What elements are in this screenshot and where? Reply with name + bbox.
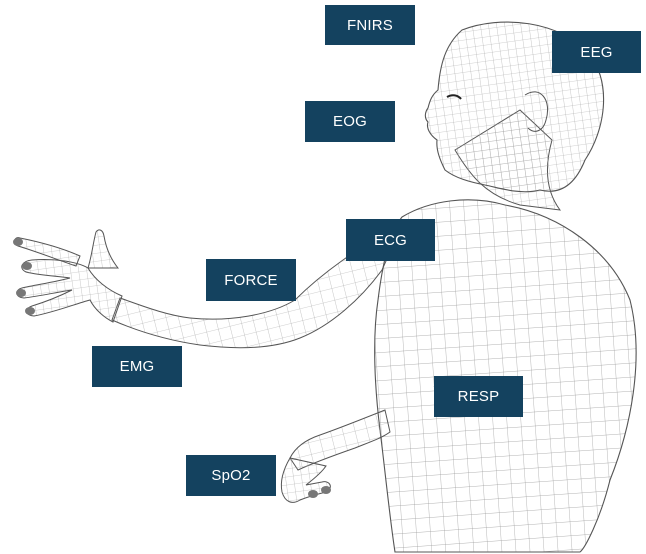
fingertip	[13, 238, 23, 246]
force-label: FORCE	[206, 259, 296, 301]
resp-label: RESP	[434, 376, 523, 417]
raised-thumb-mesh	[88, 230, 118, 268]
ecg-label: ECG	[346, 219, 435, 261]
fingertip	[22, 262, 32, 270]
fingertip	[321, 486, 331, 494]
eog-label: EOG	[305, 101, 395, 142]
eeg-label: EEG	[552, 31, 641, 73]
fingertip	[25, 307, 35, 315]
emg-label: EMG	[92, 346, 182, 387]
spo2-label: SpO2	[186, 455, 276, 496]
fnirs-label: FNIRS	[325, 5, 415, 45]
fingertip	[16, 289, 26, 297]
fingertip	[308, 490, 318, 498]
lower-hand-mesh	[281, 458, 330, 502]
